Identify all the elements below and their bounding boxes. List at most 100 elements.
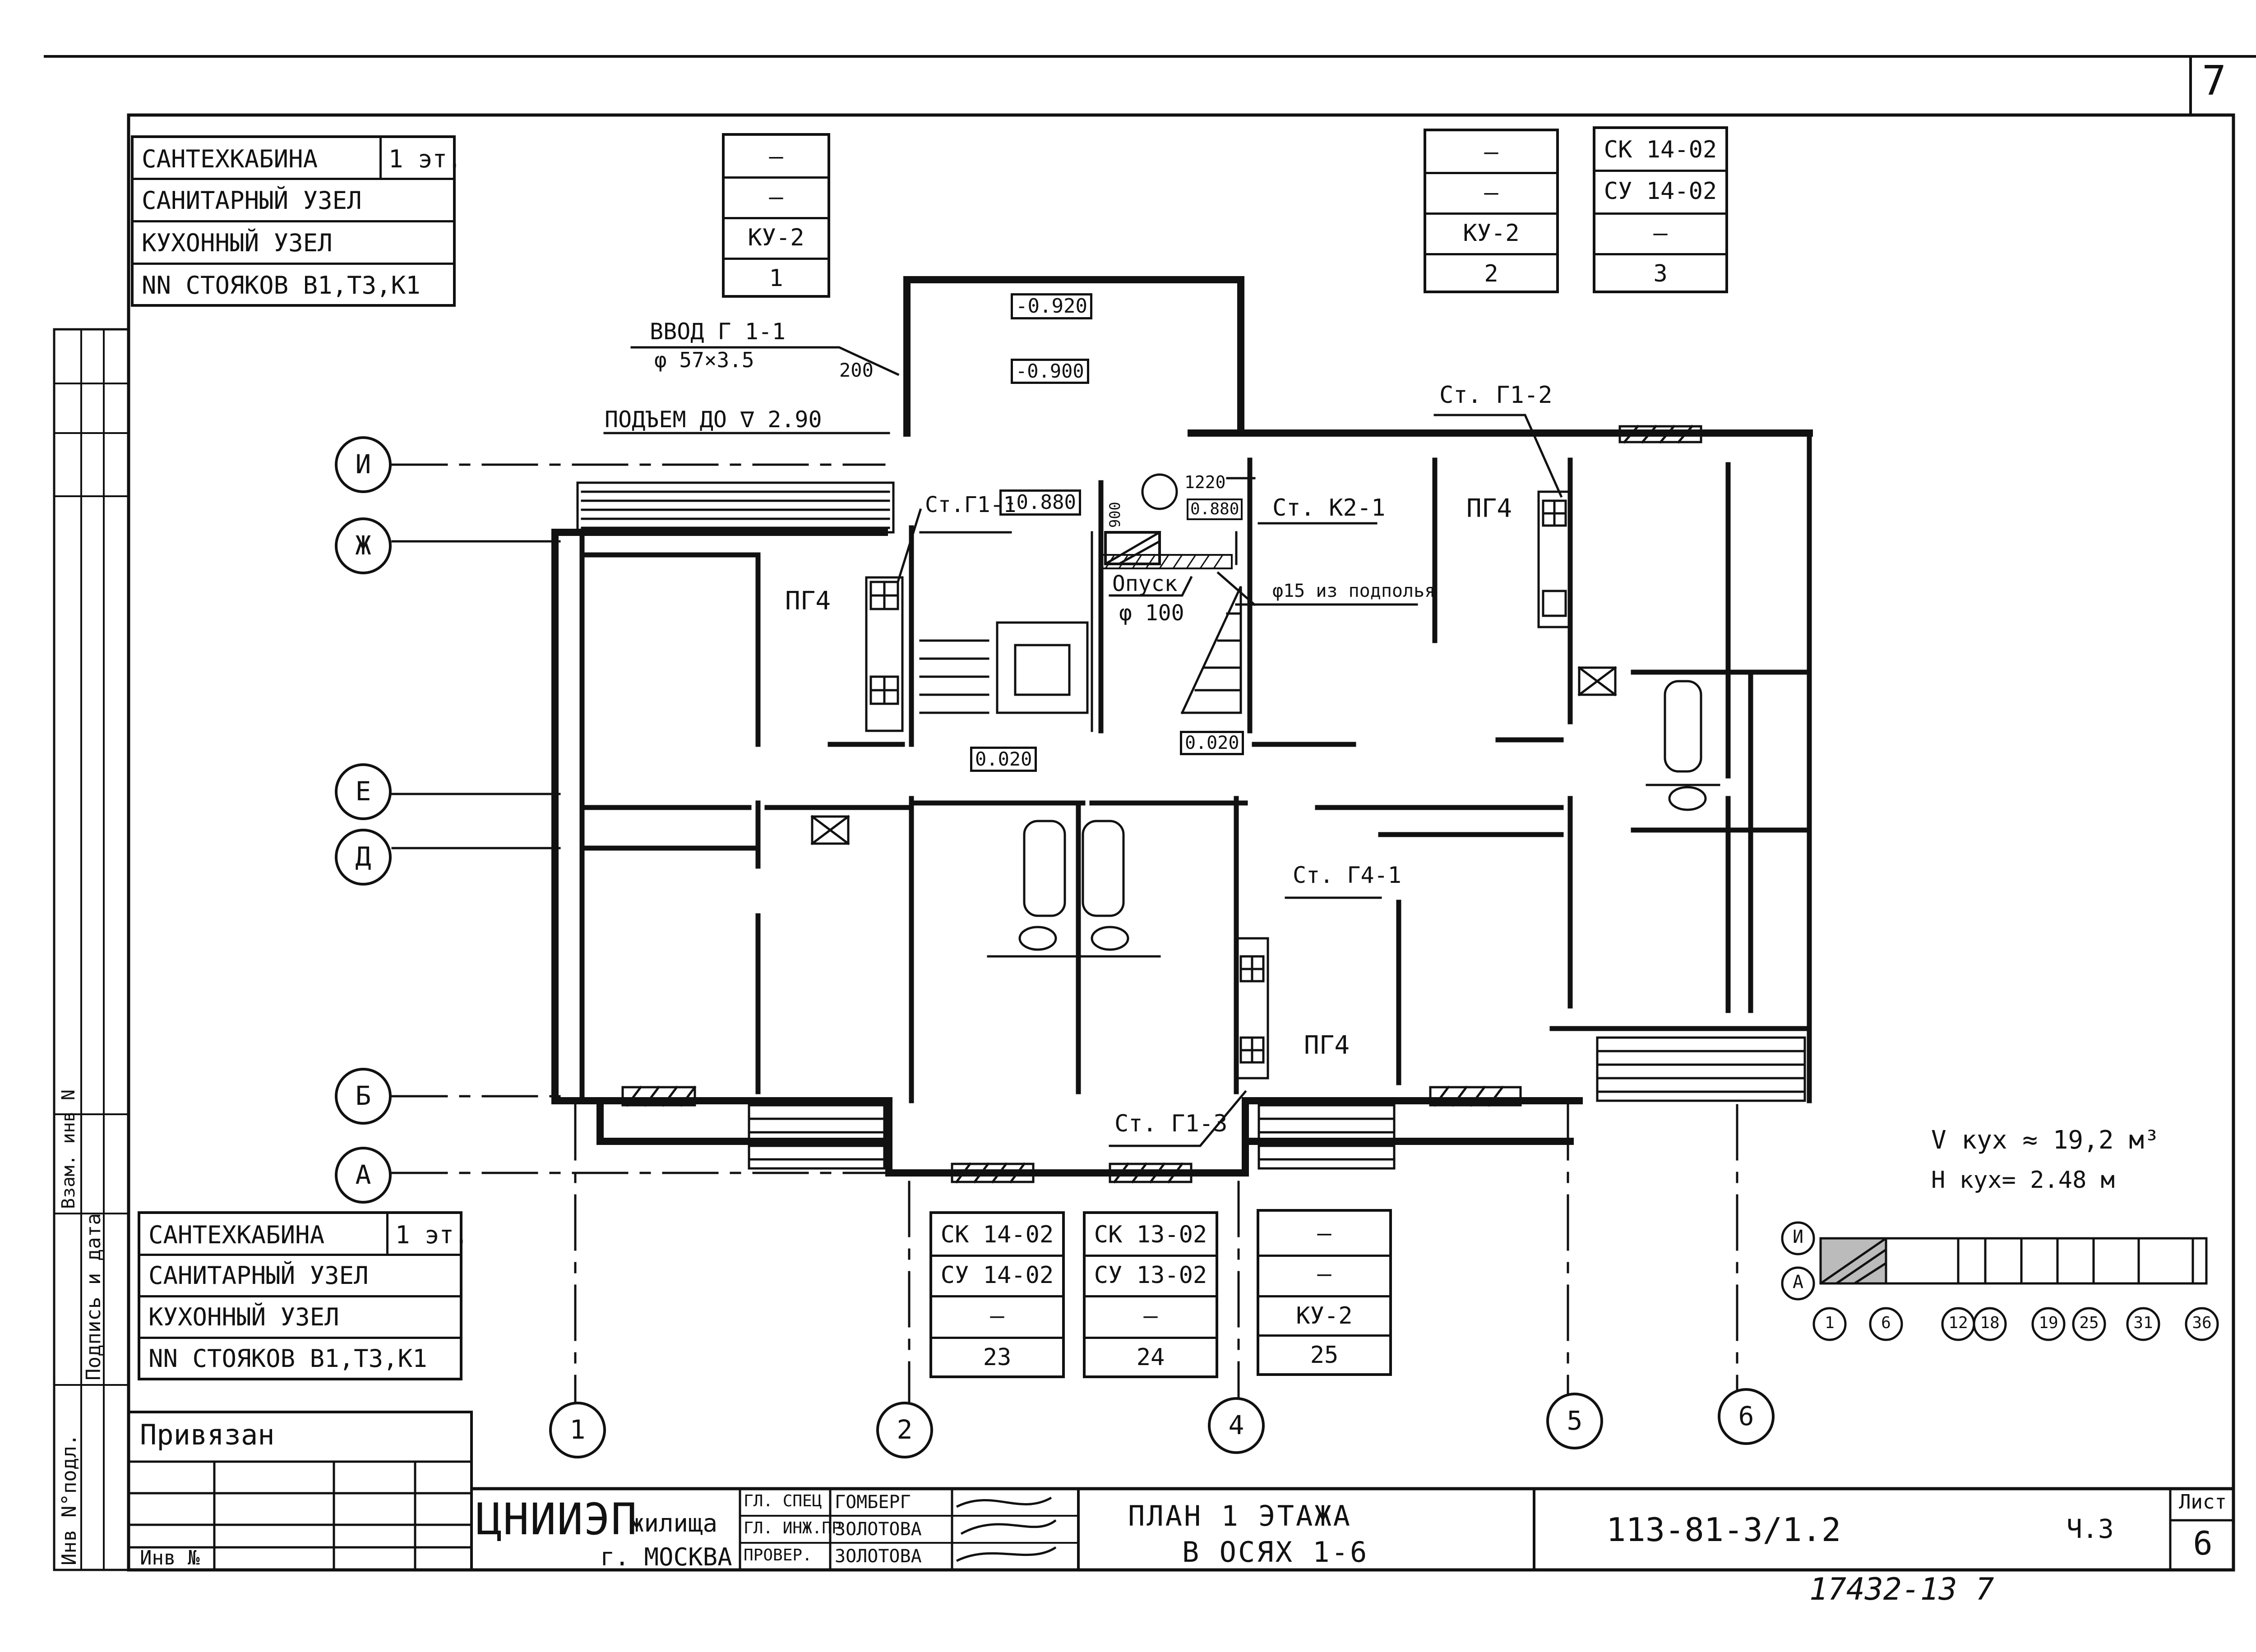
axis-label-e: Е [355, 776, 371, 807]
unit-3-riser: 3 [1653, 260, 1668, 287]
axis-label-b: Б [355, 1080, 371, 1111]
elevation-0020-right: 0.020 [1180, 731, 1244, 755]
unit-23-riser: 23 [983, 1344, 1012, 1371]
unit-1-cabin: — [769, 143, 783, 170]
key-col-36: 36 [2192, 1314, 2212, 1332]
organization-suffix: жилища [629, 1509, 718, 1537]
role-chief-engineer: ГЛ. ИНЖ.ПР [744, 1519, 841, 1537]
unit-3-cabin: СК 14-02 [1604, 136, 1717, 163]
unit-24-kitchen: — [1143, 1302, 1158, 1329]
side-stamp-inv-orig: Инв N°подл. [58, 1434, 81, 1565]
name-chief-engineer: ЗОЛОТОВА [835, 1519, 922, 1540]
axis-bubble-5 [1546, 1393, 1603, 1449]
key-col-6: 6 [1881, 1314, 1891, 1332]
stove-label-1: ПГ4 [785, 586, 831, 616]
unit-25-cabin: — [1317, 1220, 1331, 1247]
key-col-12: 12 [1948, 1314, 1968, 1332]
key-plan [1781, 1221, 2219, 1341]
riser-g1-3-label: Ст. Г1-3 [1114, 1110, 1228, 1137]
dim-200: 200 [839, 359, 874, 381]
unit-24-riser: 24 [1136, 1344, 1165, 1371]
unit-3-kitchen: — [1653, 220, 1668, 247]
legend-kitchen-label: КУХОННЫЙ УЗЕЛ [142, 229, 333, 257]
unit-25-kitchen: КУ-2 [1296, 1302, 1353, 1329]
unit-1-riser: 1 [769, 265, 783, 292]
axis-label-zh: Ж [355, 530, 371, 561]
legend-floor-label: 1 эт. [388, 145, 462, 173]
name-checker: ЗОЛОТОВА [835, 1546, 922, 1567]
legend-bottom-sanitary-label: САНИТАРНЫЙ УЗЕЛ [148, 1261, 369, 1290]
unit-1-sanitary: — [769, 184, 783, 211]
riser-g1-1-label: Ст.Г1-1 [925, 492, 1017, 517]
axis-label-4: 4 [1228, 1410, 1244, 1440]
descent-diameter: φ 100 [1119, 600, 1184, 626]
inventory-number-label: Инв № [140, 1546, 200, 1569]
elevation-0020-left: 0.020 [970, 747, 1037, 772]
from-basement-note: φ15 из подполья [1272, 581, 1436, 601]
axis-bubble-zh [335, 517, 392, 574]
legend-bottom-cabin-label: САНТЕХКАБИНА [148, 1221, 325, 1249]
legend-bottom-kitchen-label: КУХОННЫЙ УЗЕЛ [148, 1303, 339, 1331]
unit-3-sanitary: СУ 14-02 [1604, 178, 1717, 205]
inlet-title: ВВОД Г 1-1 [650, 318, 786, 345]
axis-label-2: 2 [897, 1414, 913, 1445]
role-chief-specialist: ГЛ. СПЕЦ [744, 1492, 822, 1510]
riser-g4-1-label: Ст. Г4-1 [1293, 862, 1401, 888]
unit-table-2: — — КУ-2 2 [1424, 129, 1559, 293]
unit-23-cabin: СК 14-02 [940, 1221, 1054, 1248]
axis-label-d: Д [355, 841, 371, 872]
descent-label: Опуск [1112, 571, 1178, 596]
key-col-19: 19 [2039, 1314, 2058, 1332]
drawing-title-line1: ПЛАН 1 ЭТАЖА [1128, 1500, 1352, 1532]
lift-note: ПОДЪЕМ ДО ∇ 2.90 [605, 406, 822, 433]
kitchen-height: H кух= 2.48 м [1931, 1167, 2115, 1194]
kitchen-volume: V кух ≈ 19,2 м³ [1931, 1126, 2159, 1155]
stove-label-2: ПГ4 [1466, 494, 1512, 523]
organization-city: г. МОСКВА [600, 1543, 732, 1571]
key-col-25: 25 [2079, 1314, 2099, 1332]
order-number: 17432-13 7 [1809, 1572, 1994, 1607]
title-block-lines [127, 1411, 2233, 1571]
axis-bubble-6 [1718, 1388, 1775, 1445]
attached-label: Привязан [140, 1418, 275, 1451]
key-col-31: 31 [2133, 1314, 2153, 1332]
legend-cabin-label: САНТЕХКАБИНА [142, 145, 318, 173]
axis-bubble-e [335, 763, 392, 820]
name-chief-specialist: ГОМБЕРГ [835, 1492, 911, 1513]
elevation-minus-0920: -0.920 [1011, 293, 1092, 319]
axis-label-5: 5 [1567, 1405, 1583, 1436]
axis-bubble-b [335, 1068, 392, 1125]
unit-table-1: — — КУ-2 1 [722, 133, 830, 298]
axis-bubble-4 [1208, 1397, 1265, 1454]
legend-table-top: САНТЕХКАБИНА 1 эт. САНИТАРНЫЙ УЗЕЛ КУХОН… [131, 135, 462, 307]
key-row-a: А [1792, 1272, 1804, 1292]
axis-bubble-2 [876, 1402, 933, 1458]
unit-2-riser: 2 [1484, 260, 1498, 287]
side-stamp-signature-date: Подпись и дата [82, 1213, 105, 1380]
unit-table-25: — — КУ-2 25 [1257, 1209, 1392, 1376]
unit-2-cabin: — [1484, 138, 1498, 166]
riser-k2-1-label: Ст. К2-1 [1272, 494, 1386, 521]
sheet-number: 7 [2202, 57, 2227, 105]
unit-25-riser: 25 [1310, 1342, 1339, 1369]
key-col-18: 18 [1980, 1314, 2000, 1332]
legend-bottom-floor-label: 1 эт. [395, 1221, 469, 1249]
project-code: 113-81-3/1.2 [1606, 1511, 1841, 1549]
sheet-label: Лист [2179, 1490, 2227, 1514]
role-checker: ПРОВЕР. [744, 1546, 812, 1564]
unit-2-sanitary: — [1484, 179, 1498, 206]
legend-sanitary-label: САНИТАРНЫЙ УЗЕЛ [142, 186, 362, 215]
axis-label-a: А [355, 1159, 371, 1190]
unit-24-cabin: СК 13-02 [1094, 1221, 1207, 1248]
axis-bubble-1 [549, 1402, 606, 1458]
elevation-minus-0880: -0.880 [999, 489, 1081, 516]
unit-24-sanitary: СУ 13-02 [1094, 1262, 1207, 1289]
key-col-1: 1 [1825, 1314, 1835, 1332]
project-part: Ч.3 [2066, 1514, 2114, 1544]
unit-23-sanitary: СУ 14-02 [940, 1262, 1054, 1289]
unit-table-3: СК 14-02 СУ 14-02 — 3 [1593, 126, 1728, 293]
unit-1-kitchen: КУ-2 [748, 224, 804, 251]
dim-900: 900 [1106, 502, 1123, 528]
